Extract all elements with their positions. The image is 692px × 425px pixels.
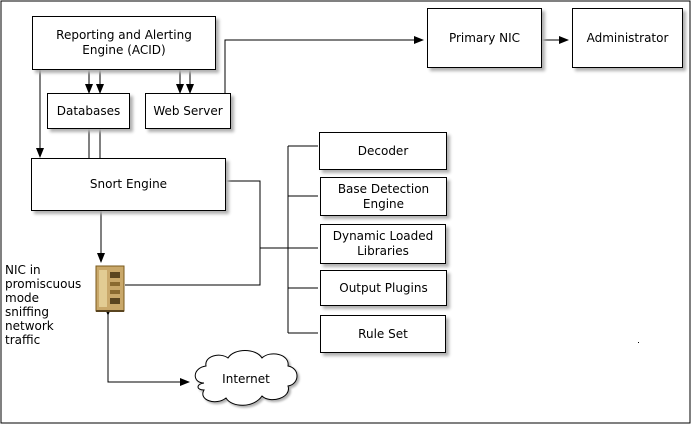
decoder-box: Decoder <box>319 132 447 170</box>
web-server-box: Web Server <box>145 93 231 129</box>
primary-nic-box: Primary NIC <box>427 8 542 68</box>
base-detection-engine-box: Base Detection Engine <box>320 177 447 216</box>
snort-tree-connector <box>226 180 261 248</box>
output-plugins-box: Output Plugins <box>320 270 447 306</box>
rule-set-box: Rule Set <box>320 315 446 353</box>
nic-card-icon <box>95 265 125 312</box>
nic-description-label: NIC in promiscuous mode sniffing network… <box>5 263 82 347</box>
internet-cloud-icon <box>194 350 298 406</box>
nic-tree-connector <box>125 247 288 286</box>
webserver-nic-arrow <box>224 36 424 95</box>
administrator-box: Administrator <box>572 8 683 68</box>
snort-engine-box: Snort Engine <box>31 158 226 211</box>
internet-label: Internet <box>222 372 270 386</box>
stray-dot <box>638 342 639 343</box>
databases-box: Databases <box>47 93 130 129</box>
acid-engine-box: Reporting and Alerting Engine (ACID) <box>32 16 216 70</box>
dynamic-libraries-box: Dynamic Loaded Libraries <box>320 224 446 264</box>
nic-internet-arrow <box>104 306 190 386</box>
